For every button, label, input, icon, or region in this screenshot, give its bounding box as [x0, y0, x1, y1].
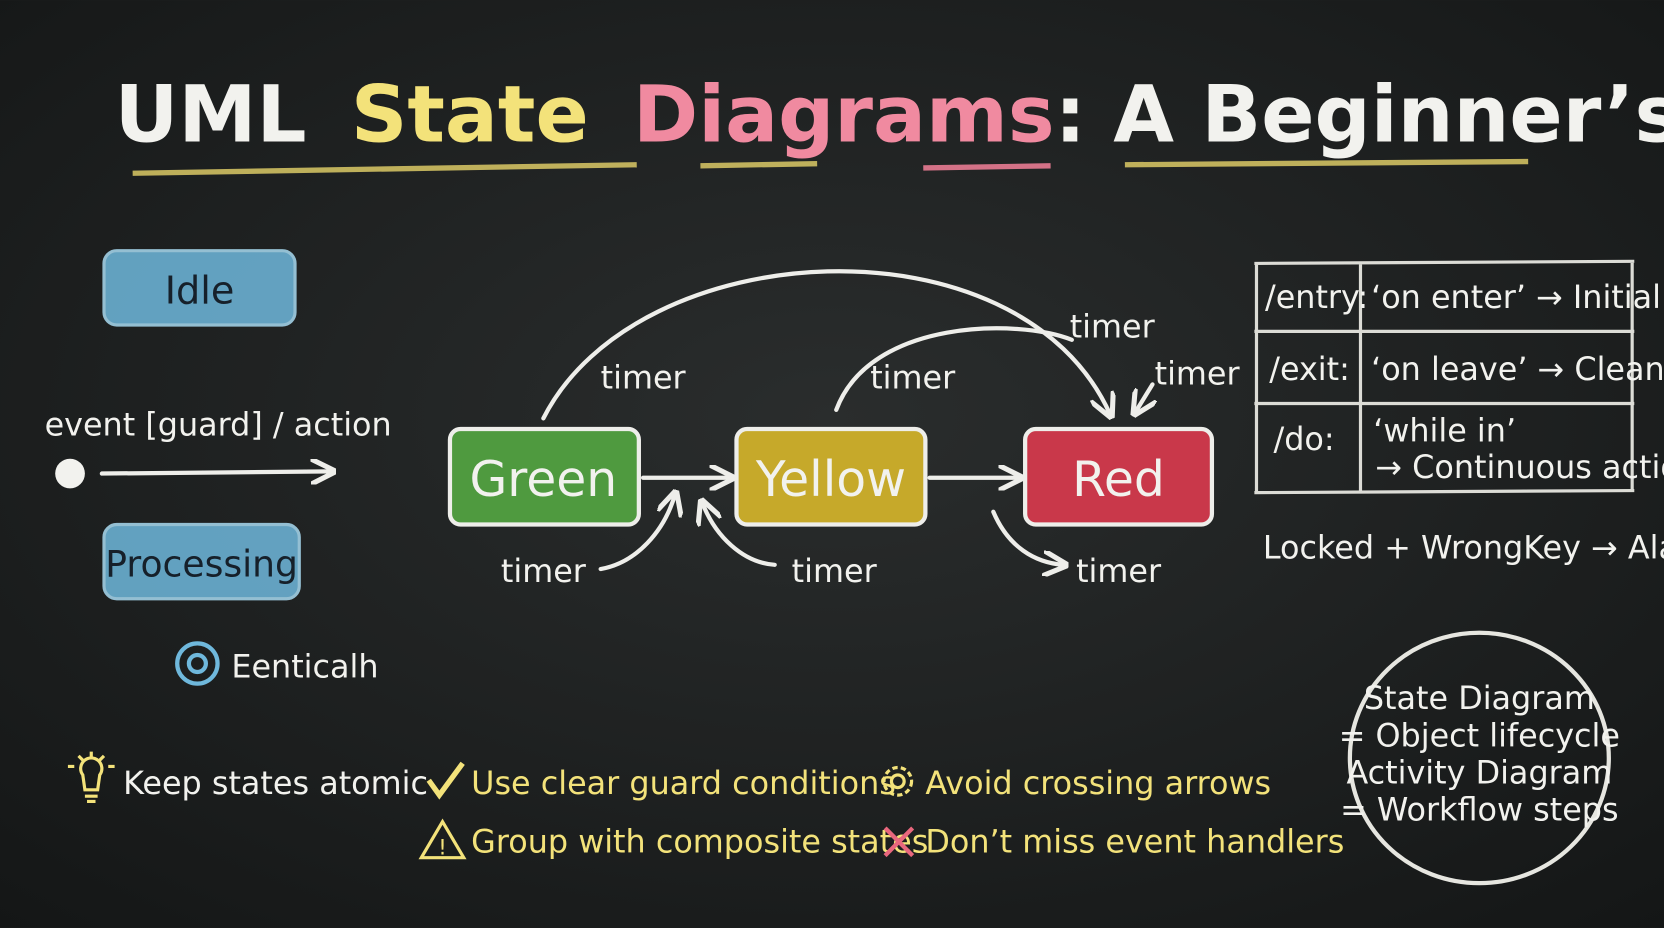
- arrow-timer-into-red: [1136, 382, 1153, 412]
- final-state: Eenticalh: [175, 641, 379, 686]
- svg-text:Idle: Idle: [165, 270, 235, 314]
- svg-text:Avoid crossing arrows: Avoid crossing arrows: [925, 764, 1271, 802]
- title-underline-yellow-3: [1124, 158, 1529, 168]
- svg-text:= Object lifecycle: = Object lifecycle: [1339, 716, 1620, 754]
- checkmark-icon: [426, 761, 465, 800]
- table-value: ‘while in’: [1373, 412, 1516, 450]
- arrow-timer-below-red: [991, 509, 1063, 565]
- svg-text:Processing: Processing: [105, 543, 298, 585]
- title-underline-yellow: [132, 162, 637, 176]
- transition-label: timer: [1070, 308, 1156, 346]
- gear-icon: [882, 765, 914, 797]
- state-yellow: Yellow: [734, 426, 928, 527]
- state-idle: Idle: [102, 249, 297, 327]
- table-key: /exit:: [1269, 350, 1350, 388]
- svg-text:Eenticalh: Eenticalh: [231, 647, 378, 685]
- svg-text:Green: Green: [469, 451, 617, 508]
- table-value: → Continuous action: [1375, 448, 1664, 486]
- svg-text:Yellow: Yellow: [755, 451, 906, 508]
- svg-text:Keep states atomic: Keep states atomic: [123, 764, 428, 802]
- table-key: /do:: [1273, 420, 1334, 458]
- svg-text:Group with composite states: Group with composite states: [471, 822, 928, 860]
- state-green: Green: [447, 426, 641, 527]
- transition-label: timer: [870, 359, 956, 397]
- cross-icon: [883, 826, 915, 858]
- transition-label: timer: [792, 552, 878, 590]
- final-state-icon: [175, 641, 220, 686]
- svg-text:Red: Red: [1072, 451, 1165, 508]
- tip-keep-states-atomic: Keep states atomic: [67, 751, 428, 804]
- tip-use-clear-guard-conditions: Use clear guard conditions: [426, 761, 896, 802]
- table-value: ‘on leave’ → Cleanup: [1371, 350, 1664, 388]
- title-underline-yellow-2: [700, 161, 818, 169]
- transition-label: timer: [1155, 354, 1241, 392]
- self-transition-note: Locked + WrongKey → Alarm (stay): [1263, 528, 1664, 566]
- table-key: /entry:: [1265, 278, 1368, 316]
- warning-icon: !: [418, 818, 467, 861]
- state-red: Red: [1023, 426, 1215, 527]
- svg-text:= Workflow steps: = Workflow steps: [1340, 791, 1618, 829]
- svg-text:Use clear guard conditions: Use clear guard conditions: [471, 764, 896, 802]
- lightbulb-icon: [67, 751, 115, 804]
- svg-text:State Diagram: State Diagram: [1364, 679, 1595, 717]
- tip-group-with-composite-states: ! Group with composite states: [418, 818, 928, 861]
- arrow-timer-below-yellow: [703, 503, 777, 567]
- initial-state-dot: [55, 458, 85, 489]
- comparison-circle-note: State Diagram = Object lifecycle Activit…: [1339, 630, 1620, 886]
- initial-transition-arrow: [99, 471, 331, 473]
- transition-label: timer: [501, 552, 587, 590]
- arrow-timer-below-green: [598, 495, 675, 572]
- tip-avoid-crossing-arrows: Avoid crossing arrows: [882, 764, 1271, 802]
- transition-syntax-label: event [guard] / action: [45, 405, 392, 443]
- title-underline-pink: [923, 163, 1051, 171]
- page-title: UML State Diagrams: A Beginner’s Guide: [115, 68, 1664, 176]
- tip-dont-miss-event-handlers: Don’t miss event handlers: [883, 822, 1344, 860]
- state-processing: Processing: [102, 522, 301, 601]
- transition-label: timer: [601, 359, 687, 397]
- transition-label: timer: [1076, 552, 1162, 590]
- internal-activities-table: /entry: ‘on enter’ → Initialize /exit: ‘…: [1254, 259, 1664, 495]
- svg-text:Don’t miss event handlers: Don’t miss event handlers: [925, 822, 1344, 860]
- arrow-green-to-red-arc: [541, 269, 1110, 418]
- table-value: ‘on enter’ → Initialize: [1371, 278, 1664, 316]
- arrow-yellow-arc: [834, 326, 1074, 412]
- svg-text:UML State Diagrams: UML State Diagrams: A Beginner’s Guide: [115, 68, 1664, 160]
- svg-text:Activity Diagram: Activity Diagram: [1346, 753, 1612, 791]
- svg-text:!: !: [438, 836, 447, 861]
